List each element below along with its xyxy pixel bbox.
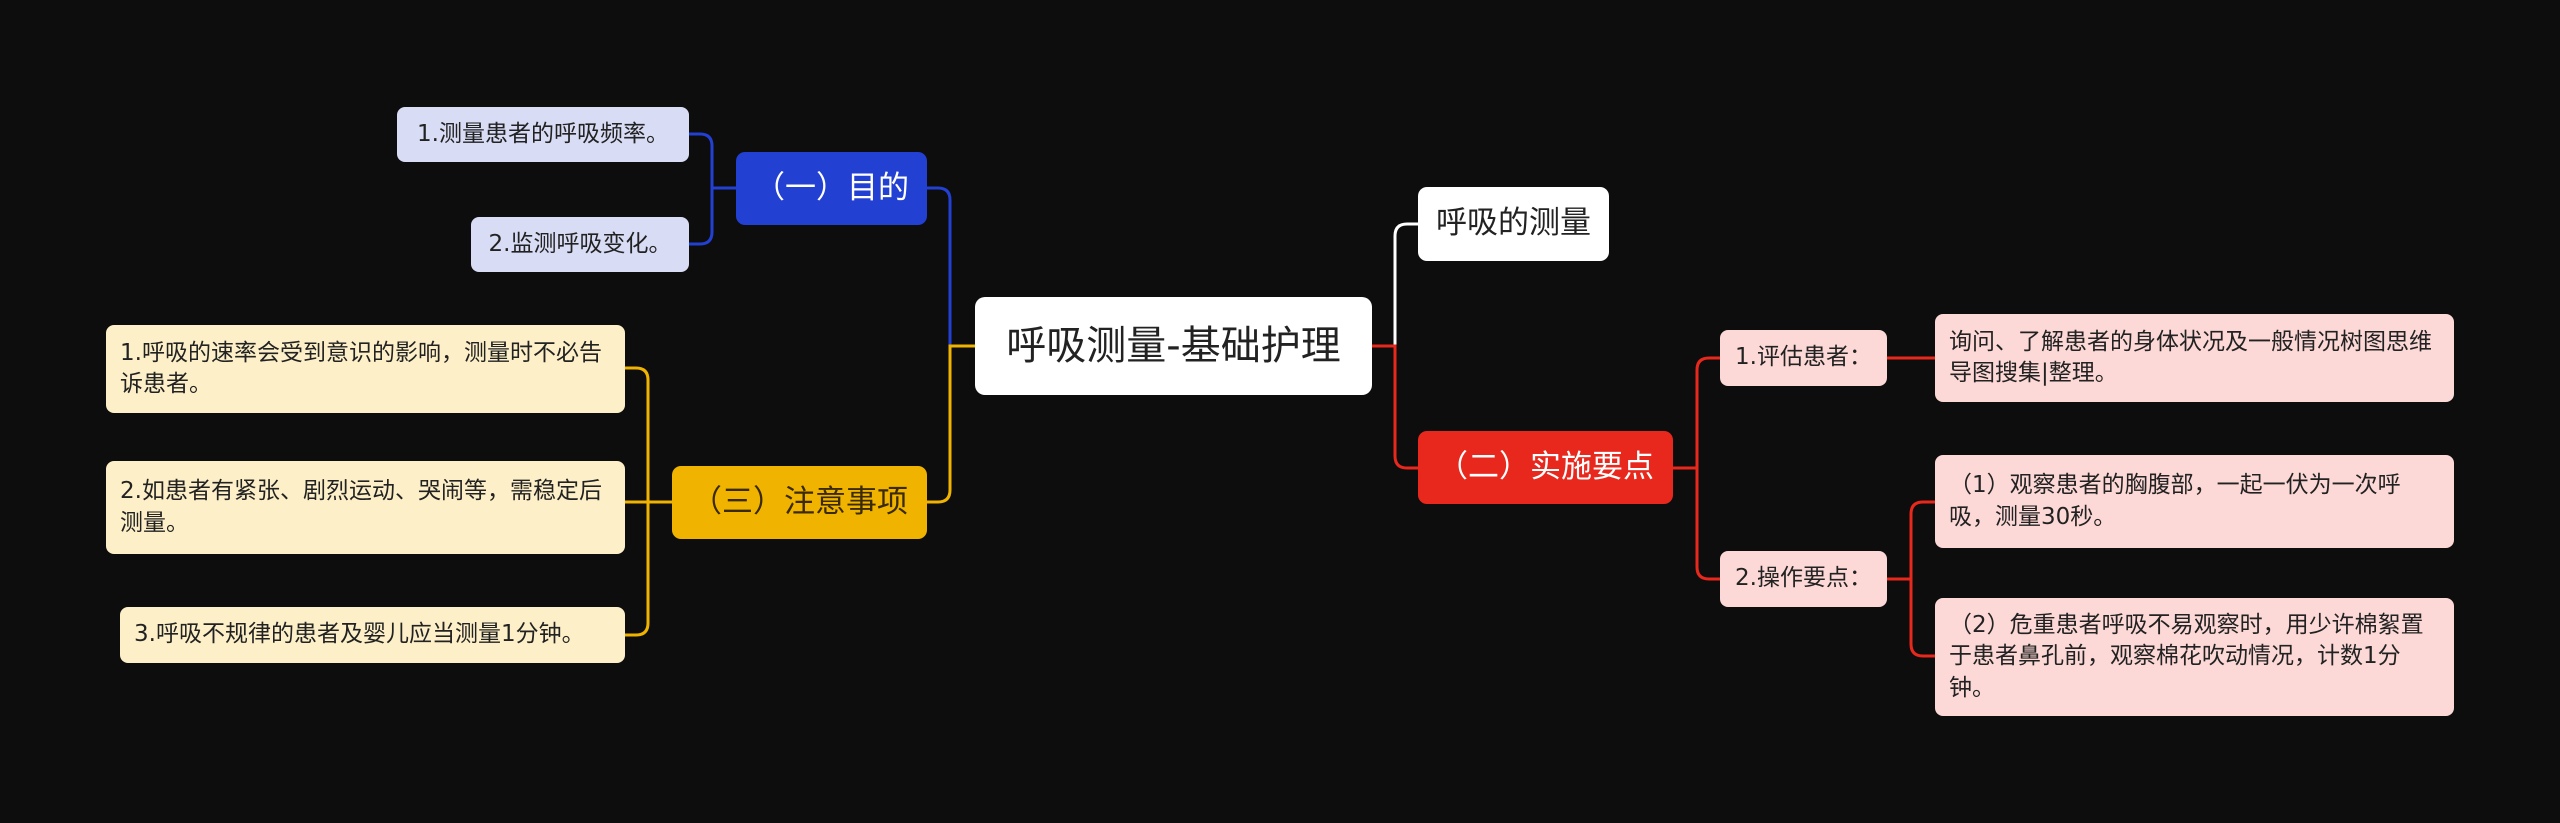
purpose-item-1-text: 1.测量患者的呼吸频率。 (417, 120, 669, 147)
link-impl-assess (1673, 356, 1720, 470)
branch-implementation[interactable]: （二）实施要点 (1418, 431, 1673, 504)
purpose-item-1[interactable]: 1.测量患者的呼吸频率。 (397, 107, 689, 162)
branch-purpose-label: （一）目的 (754, 169, 909, 206)
link-ops-item1 (1887, 500, 1935, 581)
link-center-purpose (927, 186, 975, 348)
link-impl-ops (1673, 466, 1720, 581)
purpose-item-2[interactable]: 2.监测呼吸变化。 (471, 217, 689, 272)
impl-assess[interactable]: 1.评估患者： (1720, 330, 1887, 386)
branch-title-label: 呼吸的测量 (1436, 205, 1591, 242)
impl-ops-item-2-text: （2）危重患者呼吸不易观察时，用少许棉絮置于患者鼻孔前，观察棉花吹动情况，计数1… (1949, 612, 2424, 701)
link-center-title (1372, 222, 1418, 348)
notes-item-3-text: 3.呼吸不规律的患者及婴儿应当测量1分钟。 (134, 621, 585, 648)
link-purpose-item1 (689, 132, 736, 190)
impl-ops-item-1[interactable]: （1）观察患者的胸腹部，一起一伏为一次呼吸，测量30秒。 (1935, 455, 2454, 548)
impl-ops-label: 2.操作要点： (1735, 565, 1872, 592)
root-label: 呼吸测量-基础护理 (1006, 323, 1341, 369)
impl-assess-label: 1.评估患者： (1735, 344, 1872, 371)
root-node[interactable]: 呼吸测量-基础护理 (975, 297, 1372, 395)
impl-ops-item-2[interactable]: （2）危重患者呼吸不易观察时，用少许棉絮置于患者鼻孔前，观察棉花吹动情况，计数1… (1935, 598, 2454, 716)
branch-title[interactable]: 呼吸的测量 (1418, 187, 1609, 261)
notes-item-1-text: 1.呼吸的速率会受到意识的影响，测量时不必告诉患者。 (120, 339, 602, 397)
impl-ops-item-1-text: （1）观察患者的胸腹部，一起一伏为一次呼吸，测量30秒。 (1949, 472, 2401, 530)
branch-notes[interactable]: （三）注意事项 (672, 466, 927, 539)
link-notes-item1 (625, 366, 672, 504)
notes-item-1[interactable]: 1.呼吸的速率会受到意识的影响，测量时不必告诉患者。 (106, 325, 625, 413)
notes-item-2-text: 2.如患者有紧张、剧烈运动、哭闹等，需稳定后测量。 (120, 478, 602, 536)
link-center-notes (927, 344, 975, 504)
link-notes-item3 (625, 500, 672, 637)
notes-item-2[interactable]: 2.如患者有紧张、剧烈运动、哭闹等，需稳定后测量。 (106, 461, 625, 554)
branch-implementation-label: （二）实施要点 (1437, 448, 1654, 485)
impl-assess-detail-text: 询问、了解患者的身体状况及一般情况树图思维导图搜集|整理。 (1949, 328, 2432, 386)
link-purpose-item2 (689, 186, 736, 246)
impl-assess-detail[interactable]: 询问、了解患者的身体状况及一般情况树图思维导图搜集|整理。 (1935, 314, 2454, 402)
link-ops-item2 (1887, 577, 1935, 658)
notes-item-3[interactable]: 3.呼吸不规律的患者及婴儿应当测量1分钟。 (120, 607, 625, 663)
purpose-item-2-text: 2.监测呼吸变化。 (488, 230, 672, 257)
branch-purpose[interactable]: （一）目的 (736, 152, 927, 225)
impl-ops[interactable]: 2.操作要点： (1720, 551, 1887, 607)
link-center-implementation (1372, 344, 1418, 470)
branch-notes-label: （三）注意事项 (691, 483, 908, 520)
